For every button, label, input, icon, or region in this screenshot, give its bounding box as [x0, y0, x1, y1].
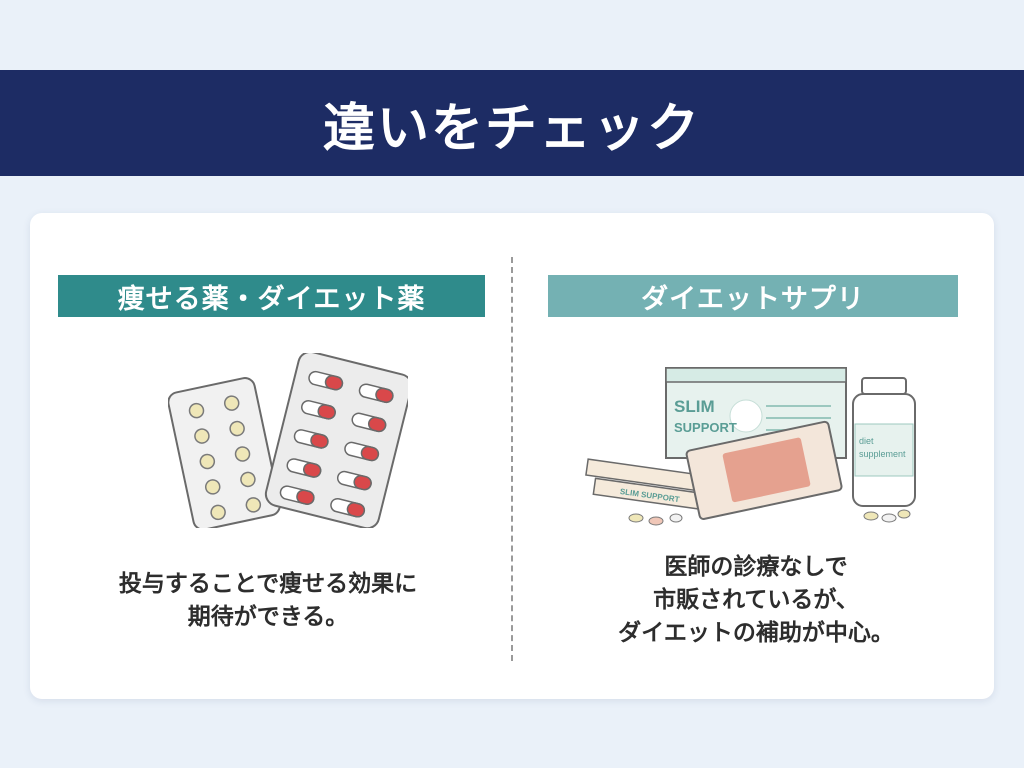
column-divider	[511, 257, 513, 661]
box-label-line: SLIM	[674, 397, 715, 416]
title-banner: 違いをチェック	[0, 70, 1024, 176]
header-diet-supplement: ダイエットサプリ	[548, 275, 958, 317]
box-label-line: SUPPORT	[674, 420, 737, 435]
description-diet-supplement: 医師の診療なしで 市販されているが、 ダイエットの補助が中心。	[536, 551, 976, 650]
description-line: 医師の診療なしで	[664, 554, 848, 580]
description-line: 市販されているが、	[653, 587, 859, 613]
description-line: ダイエットの補助が中心。	[618, 620, 894, 646]
supplement-illustration: SLIM SUPPORT SLIM SUPPORT diet supplemen…	[585, 367, 916, 526]
column-diet-medicine: 痩せる薬・ダイエット薬	[48, 213, 488, 699]
page-title: 違いをチェック	[322, 98, 701, 159]
bottle-label-line: supplement	[859, 449, 906, 459]
comparison-card: 痩せる薬・ダイエット薬	[30, 213, 994, 699]
column-diet-supplement: ダイエットサプリ SLIM SUPPORT SLIM SUPPORT	[536, 213, 976, 699]
description-line: 投与することで痩せる効果に	[118, 571, 418, 597]
header-diet-medicine: 痩せる薬・ダイエット薬	[58, 275, 485, 317]
bottle-label-line: diet	[859, 436, 874, 446]
pill-blister-illustration	[168, 353, 408, 528]
description-diet-medicine: 投与することで痩せる効果に 期待ができる。	[48, 568, 488, 634]
description-line: 期待ができる。	[187, 604, 349, 630]
